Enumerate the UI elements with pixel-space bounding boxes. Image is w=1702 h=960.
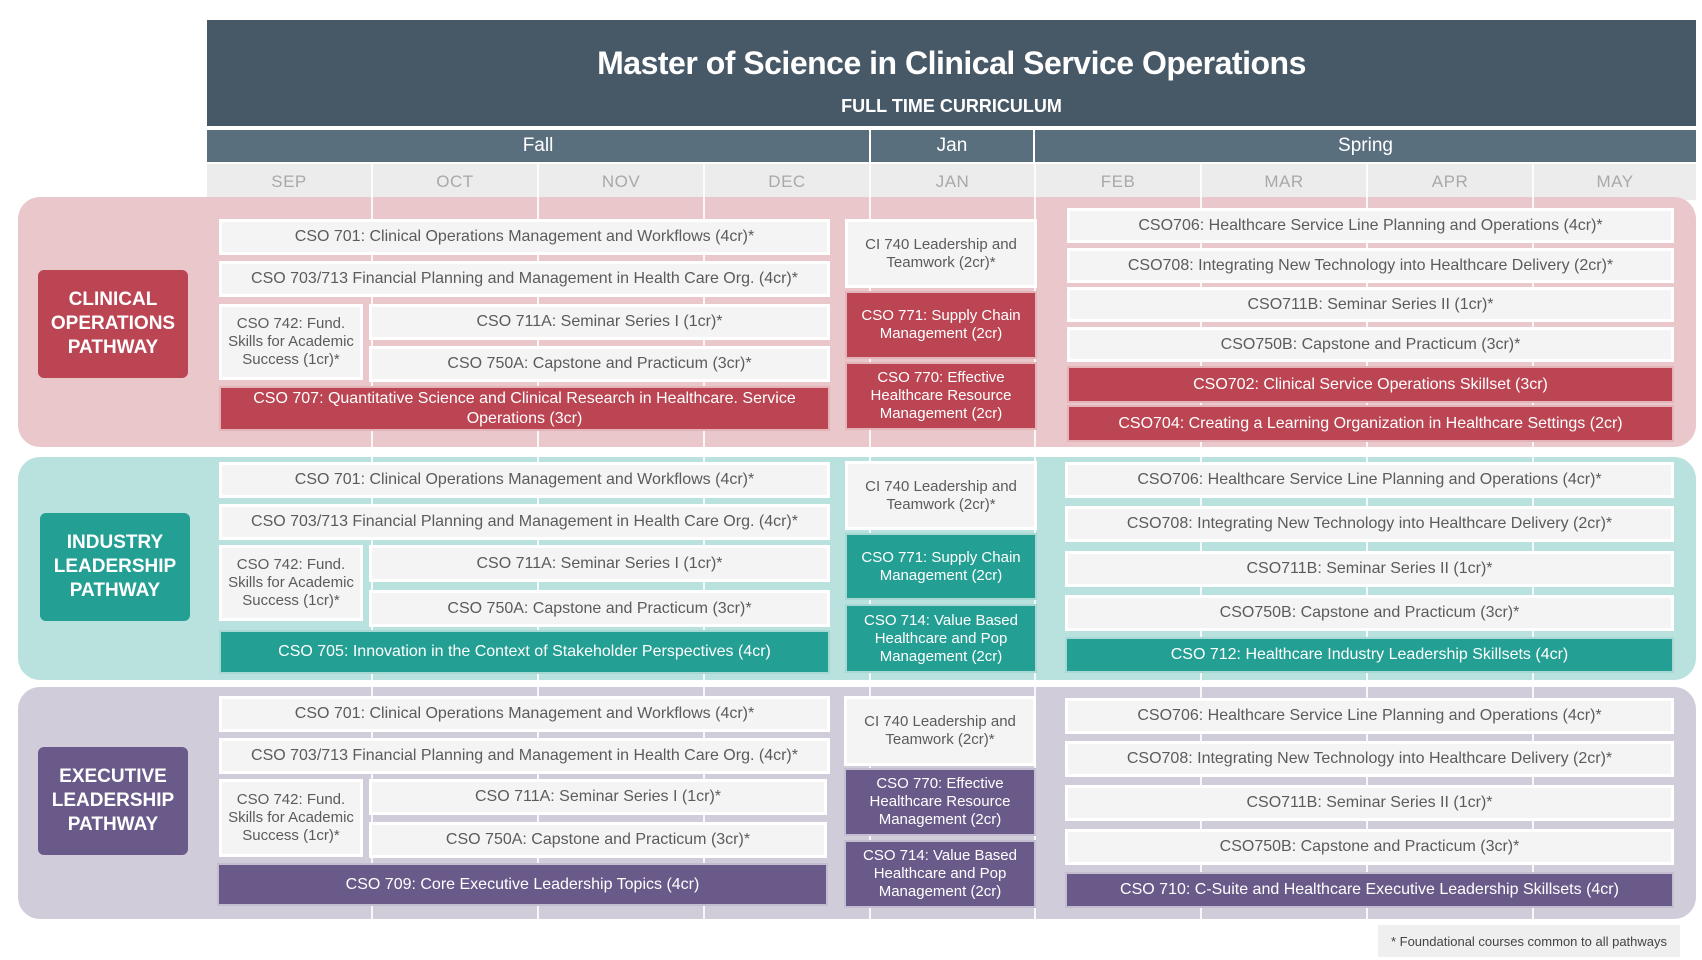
course-cso707: CSO 707: Quantitative Science and Clinic… bbox=[219, 386, 830, 431]
course-cso706: CSO706: Healthcare Service Line Planning… bbox=[1065, 698, 1674, 734]
month-sep: SEP bbox=[271, 172, 307, 191]
course-cso742: CSO 742: Fund. Skills for Academic Succe… bbox=[219, 779, 363, 857]
course-cso708: CSO708: Integrating New Technology into … bbox=[1065, 506, 1674, 542]
month-divider bbox=[371, 164, 373, 919]
course-cso701: CSO 701: Clinical Operations Management … bbox=[219, 219, 830, 255]
month-divider bbox=[703, 164, 705, 919]
course-cso711a: CSO 711A: Seminar Series I (1cr)* bbox=[369, 304, 830, 340]
course-cso770: CSO 770: Effective Healthcare Resource M… bbox=[845, 362, 1037, 430]
page-title: Master of Science in Clinical Service Op… bbox=[597, 45, 1306, 81]
course-cso706: CSO706: Healthcare Service Line Planning… bbox=[1065, 462, 1674, 498]
course-cso704: CSO704: Creating a Learning Organization… bbox=[1067, 405, 1674, 442]
course-cso714: CSO 714: Value Based Healthcare and Pop … bbox=[844, 840, 1036, 908]
course-cso742: CSO 742: Fund. Skills for Academic Succe… bbox=[219, 545, 363, 621]
course-cso711a: CSO 711A: Seminar Series I (1cr)* bbox=[369, 545, 830, 582]
course-cso708: CSO708: Integrating New Technology into … bbox=[1065, 741, 1674, 777]
course-cso706: CSO706: Healthcare Service Line Planning… bbox=[1067, 208, 1674, 243]
course-cso710: CSO 710: C-Suite and Healthcare Executiv… bbox=[1065, 872, 1674, 908]
month-nov: NOV bbox=[601, 172, 641, 191]
term-spring: Spring bbox=[1035, 130, 1696, 162]
course-cso701: CSO 701: Clinical Operations Management … bbox=[219, 696, 830, 732]
course-cso771: CSO 771: Supply Chain Management (2cr) bbox=[845, 533, 1037, 600]
course-cso750b: CSO750B: Capstone and Practicum (3cr)* bbox=[1065, 595, 1674, 631]
course-ci740: CI 740 Leadership and Teamwork (2cr)* bbox=[845, 461, 1037, 530]
course-cso742: CSO 742: Fund. Skills for Academic Succe… bbox=[219, 304, 363, 380]
course-cso750a: CSO 750A: Capstone and Practicum (3cr)* bbox=[369, 590, 830, 627]
pathway-label-executive: EXECUTIVE LEADERSHIP PATHWAY bbox=[38, 747, 188, 855]
term-fall: Fall bbox=[207, 130, 869, 162]
curriculum-header: Master of Science in Clinical Service Op… bbox=[207, 20, 1696, 126]
course-cso709: CSO 709: Core Executive Leadership Topic… bbox=[217, 863, 828, 906]
course-cso711b: CSO711B: Seminar Series II (1cr)* bbox=[1065, 551, 1674, 587]
course-cso703-713: CSO 703/713 Financial Planning and Manag… bbox=[219, 738, 830, 774]
course-cso750a: CSO 750A: Capstone and Practicum (3cr)* bbox=[369, 822, 827, 858]
course-cso703-713: CSO 703/713 Financial Planning and Manag… bbox=[219, 261, 830, 297]
term-jan: Jan bbox=[871, 130, 1033, 162]
pathway-label-clinical: CLINICAL OPERATIONS PATHWAY bbox=[38, 270, 188, 378]
month-row bbox=[207, 164, 1696, 200]
month-may: MAY bbox=[1596, 172, 1634, 191]
course-cso711b: CSO711B: Seminar Series II (1cr)* bbox=[1067, 287, 1674, 322]
pathway-label-industry: INDUSTRY LEADERSHIP PATHWAY bbox=[40, 513, 190, 621]
month-jan: JAN bbox=[935, 172, 970, 191]
course-cso708: CSO708: Integrating New Technology into … bbox=[1067, 248, 1674, 283]
course-cso750a: CSO 750A: Capstone and Practicum (3cr)* bbox=[369, 346, 830, 382]
page-subtitle: FULL TIME CURRICULUM bbox=[841, 96, 1062, 116]
course-cso750b: CSO750B: Capstone and Practicum (3cr)* bbox=[1067, 327, 1674, 362]
course-cso702: CSO702: Clinical Service Operations Skil… bbox=[1067, 366, 1674, 403]
course-cso705: CSO 705: Innovation in the Context of St… bbox=[219, 630, 830, 674]
course-cso701: CSO 701: Clinical Operations Management … bbox=[219, 462, 830, 498]
month-dec: DEC bbox=[768, 172, 806, 191]
course-cso703-713: CSO 703/713 Financial Planning and Manag… bbox=[219, 504, 830, 540]
course-ci740: CI 740 Leadership and Teamwork (2cr)* bbox=[845, 219, 1037, 288]
course-cso714: CSO 714: Value Based Healthcare and Pop … bbox=[845, 604, 1037, 673]
footnote: * Foundational courses common to all pat… bbox=[1378, 925, 1680, 957]
course-cso711a: CSO 711A: Seminar Series I (1cr)* bbox=[369, 779, 827, 815]
month-mar: MAR bbox=[1264, 172, 1304, 191]
month-feb: FEB bbox=[1100, 172, 1136, 191]
course-ci740: CI 740 Leadership and Teamwork (2cr)* bbox=[844, 696, 1036, 766]
course-cso750b: CSO750B: Capstone and Practicum (3cr)* bbox=[1065, 829, 1674, 865]
month-divider bbox=[537, 164, 539, 919]
course-cso711b: CSO711B: Seminar Series II (1cr)* bbox=[1065, 785, 1674, 821]
month-oct: OCT bbox=[436, 172, 474, 191]
course-cso771: CSO 771: Supply Chain Management (2cr) bbox=[845, 291, 1037, 359]
month-apr: APR bbox=[1431, 172, 1469, 191]
course-cso770: CSO 770: Effective Healthcare Resource M… bbox=[844, 768, 1036, 836]
course-cso712: CSO 712: Healthcare Industry Leadership … bbox=[1065, 637, 1674, 673]
